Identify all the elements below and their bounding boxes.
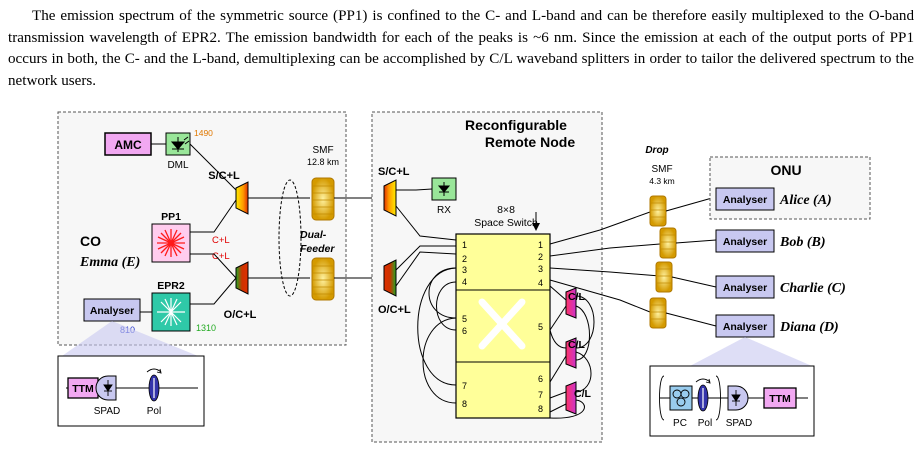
pp1-out-top: C+L [212,235,230,246]
drop-label: Drop [645,145,668,156]
dual-feeder-ellipse [278,179,302,297]
feeder-smf: SMF [312,145,333,156]
onu-inset-pol-label: Pol [698,418,712,429]
co-inset-pol-label: Pol [147,406,161,417]
onu-analyser-bob [715,229,775,253]
co-analyser-label: Analyser [90,305,134,317]
switch-size: 8×8 [497,204,515,216]
onu-user-charlie: Charlie (C) [780,281,846,296]
rx-label: RX [437,205,451,216]
epr2-label: EPR2 [157,280,185,292]
dml-label: DML [167,160,189,171]
switch-port-left-8: 8 [462,399,467,409]
rn-title-2: Remote Node [485,134,575,150]
switch-port-left-6: 6 [462,326,467,336]
drop-spool-4 [649,297,667,329]
pp1-label: PP1 [161,211,181,223]
feeder-spool-bottom [311,257,335,301]
switch-port-left-3: 3 [462,265,467,275]
amc-label: AMC [114,138,142,152]
polarization-controller-icon [672,389,690,407]
co-mux-top-label: S/C+L [208,170,240,182]
onu-user-diana: Diana (D) [779,320,839,335]
drop-spool-3 [655,261,673,293]
epr2-burst-icon [157,298,185,326]
co-mux-top [235,181,249,215]
feeder-spool-top [311,177,335,221]
onu-analyser-diana-label: Analyser [723,321,767,333]
drop-spool-1 [649,195,667,227]
onu-analyser-alice-label: Analyser [723,194,767,206]
co-mux-bottom [235,261,249,295]
switch-port-right-4: 4 [538,278,543,288]
feeder-length: 12.8 km [307,157,339,167]
switch-port-left-4: 4 [462,277,467,287]
onu-inset-spad-label: SPAD [726,418,753,429]
cl-splitter-3-label: C/L [574,388,592,400]
cl-splitter-2-label: C/L [568,339,586,351]
drop-length: 4.3 km [649,176,675,186]
co-label: CO [80,233,101,249]
rn-mux-bottom [383,259,397,297]
drop-smf: SMF [651,164,672,175]
onu-user-alice: Alice (A) [779,193,832,208]
co-user: Emma (E) [79,255,140,270]
co-inset-spad-label: SPAD [94,406,121,417]
onu-inset-pointer [690,337,812,366]
switch-port-left-5: 5 [462,314,467,324]
dual-feeder-label-1: Dual- [300,229,327,241]
body-paragraph: The emission spectrum of the symmetric s… [8,8,914,89]
switch-port-left-2: 2 [462,254,467,264]
co-inset-ttm-label: TTM [72,383,94,395]
switch-port-right-5: 5 [538,322,543,332]
onu-analyser-charlie-label: Analyser [723,282,767,294]
rn-mux-bottom-label: O/C+L [378,304,411,316]
onu-inset-ttm-label: TTM [769,393,791,405]
co-inset-pointer [62,321,198,356]
onu-user-bob: Bob (B) [779,235,826,250]
switch-port-right-3: 3 [538,264,543,274]
switch-port-right-8: 8 [538,404,543,414]
onu-analyser-charlie [715,275,775,299]
rn-mux-top-label: S/C+L [378,166,410,178]
onu-inset-ttm [763,387,797,409]
drop-spool-2 [659,227,677,259]
switch-port-left-1: 1 [462,240,467,250]
pp1-out-bottom: C+L [212,251,230,262]
switch-port-right-1: 1 [538,240,543,250]
switch-port-left-7: 7 [462,381,467,391]
dual-feeder-label-2: Feeder [300,243,335,255]
epr2-wavelength: 1310 [196,323,216,333]
onu-inset-pc-label: PC [673,418,687,429]
onu-analyser-bob-label: Analyser [723,236,767,248]
switch-port-right-7: 7 [538,390,543,400]
switch-port-right-2: 2 [538,252,543,262]
rn-mux-top [383,179,397,217]
switch-port-right-6: 6 [538,374,543,384]
co-mux-bottom-label: O/C+L [224,309,257,321]
onu-analyser-alice [715,187,775,211]
cl-splitter-3 [565,381,577,415]
switch-cross-icon [478,298,526,350]
dml-wavelength: 1490 [194,128,213,138]
cl-splitter-1-label: C/L [568,291,586,303]
photodiode-icon [437,182,451,196]
laser-diode-icon [170,136,190,152]
rn-title-1: Reconfigurable [465,117,567,133]
onu-label: ONU [770,162,801,178]
switch-label: Space Switch [474,217,538,229]
pp1-burst-icon [157,229,185,257]
